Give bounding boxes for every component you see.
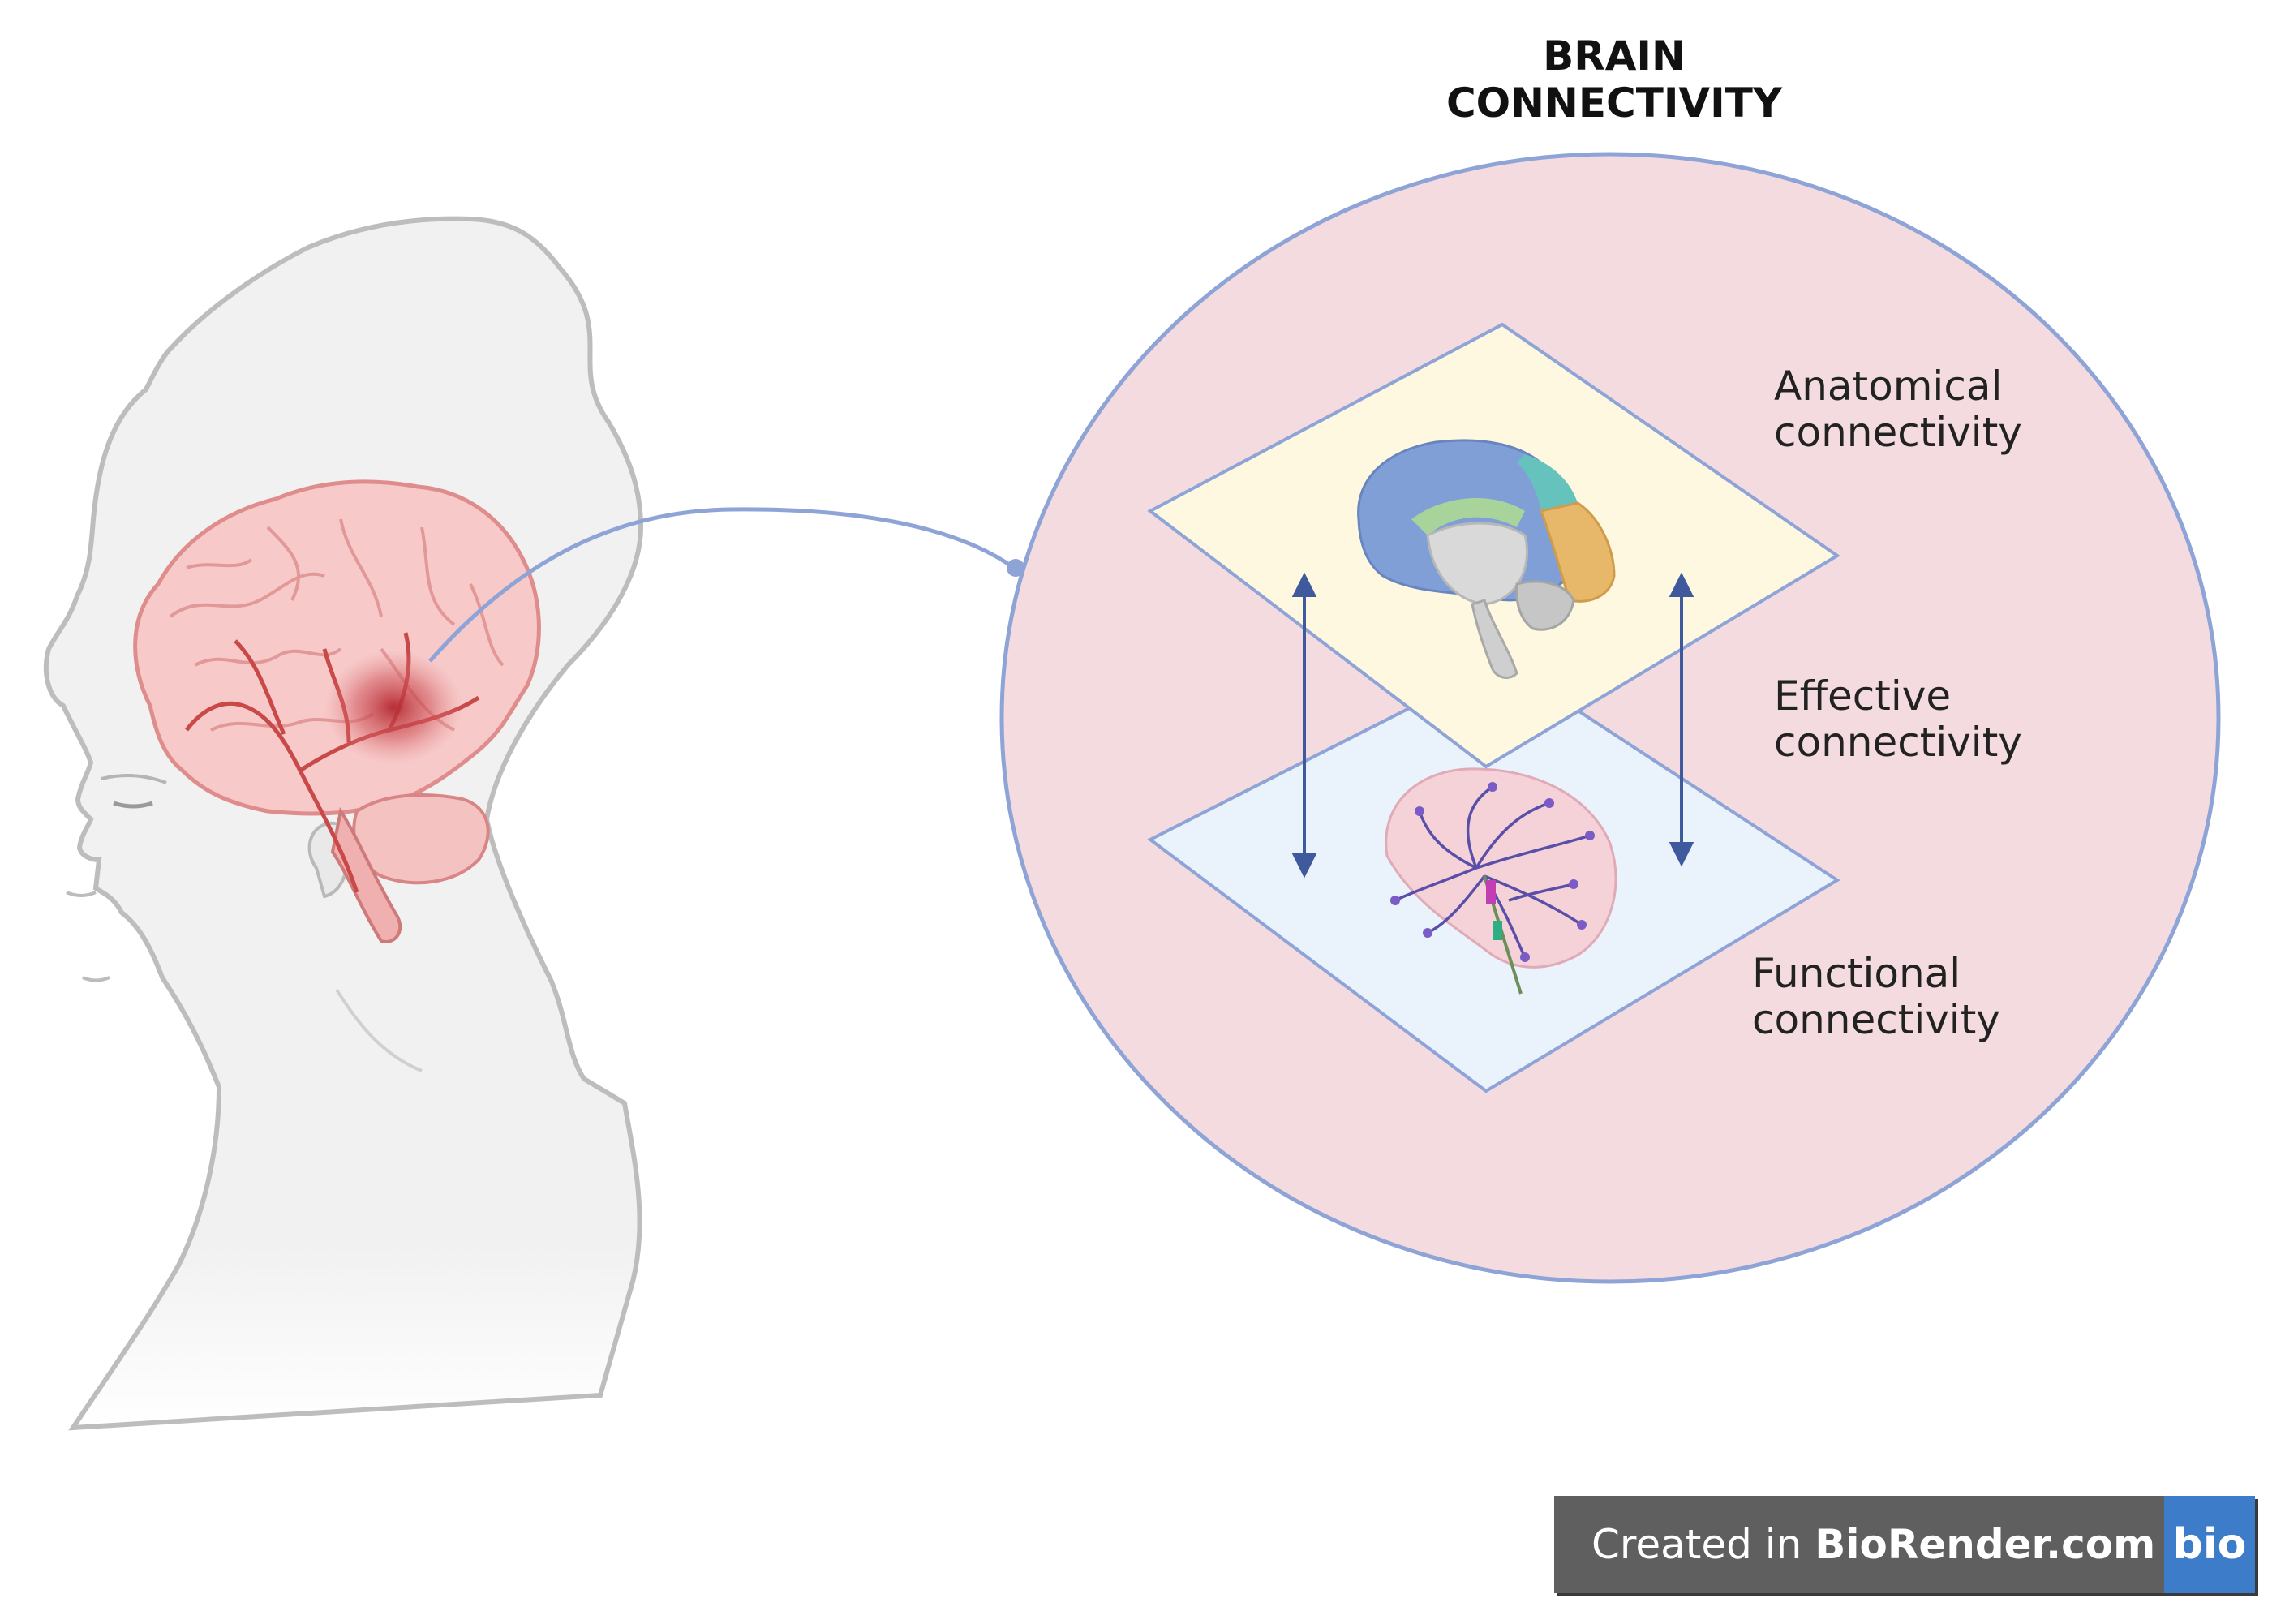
biorender-badge[interactable]: Created in BioRender.com bio: [1554, 1496, 2255, 1593]
figure-title: BRAIN CONNECTIVITY: [1330, 32, 1898, 127]
arrow-right-head-bottom: [1669, 842, 1694, 867]
nostril: [66, 891, 97, 897]
connector-line: [428, 507, 1016, 663]
anatomical-label-line-1: Anatomical: [1774, 363, 2003, 410]
biorender-logo-icon: bio: [2164, 1496, 2255, 1593]
connectivity-circle: [999, 152, 2221, 1284]
effective-label-line-2: connectivity: [1774, 719, 2022, 766]
effective-label-line-1: Effective: [1774, 672, 1952, 720]
functional-brain-network: [1385, 767, 1617, 995]
functional-label: Functional connectivity: [1752, 951, 2000, 1043]
eye: [113, 801, 153, 809]
brain-illustration: [133, 479, 541, 943]
connector-dot: [1007, 559, 1024, 577]
arrow-right-head-top: [1669, 572, 1694, 597]
arrow-left-head-top: [1291, 572, 1317, 597]
mouth: [82, 976, 110, 982]
cerebellum: [352, 793, 490, 885]
anatomical-brain: [1357, 439, 1616, 679]
anatomical-label: Anatomical connectivity: [1774, 363, 2022, 456]
badge-text: Created in BioRender.com: [1591, 1496, 2155, 1593]
brain-stem: [330, 806, 402, 943]
functional-label-line-1: Functional: [1752, 950, 1961, 997]
anatomical-label-line-2: connectivity: [1774, 409, 2022, 456]
effective-arrows: [1291, 572, 1694, 879]
arrow-left-head-bottom: [1291, 853, 1317, 879]
neck-line: [335, 988, 423, 1072]
title-line-2: CONNECTIVITY: [1445, 79, 1783, 127]
functional-label-line-2: connectivity: [1752, 996, 2000, 1043]
eyebrow: [101, 774, 167, 784]
functional-layer: [1147, 659, 1840, 1093]
human-head: [43, 216, 644, 1431]
anatomical-layer: [1147, 322, 1840, 769]
activation-hotspot: [324, 651, 462, 764]
badge-brand: BioRender.com: [1815, 1521, 2156, 1568]
title-line-1: BRAIN: [1543, 32, 1686, 79]
badge-prefix: Created in: [1591, 1521, 1815, 1568]
effective-label: Effective connectivity: [1774, 673, 2022, 766]
